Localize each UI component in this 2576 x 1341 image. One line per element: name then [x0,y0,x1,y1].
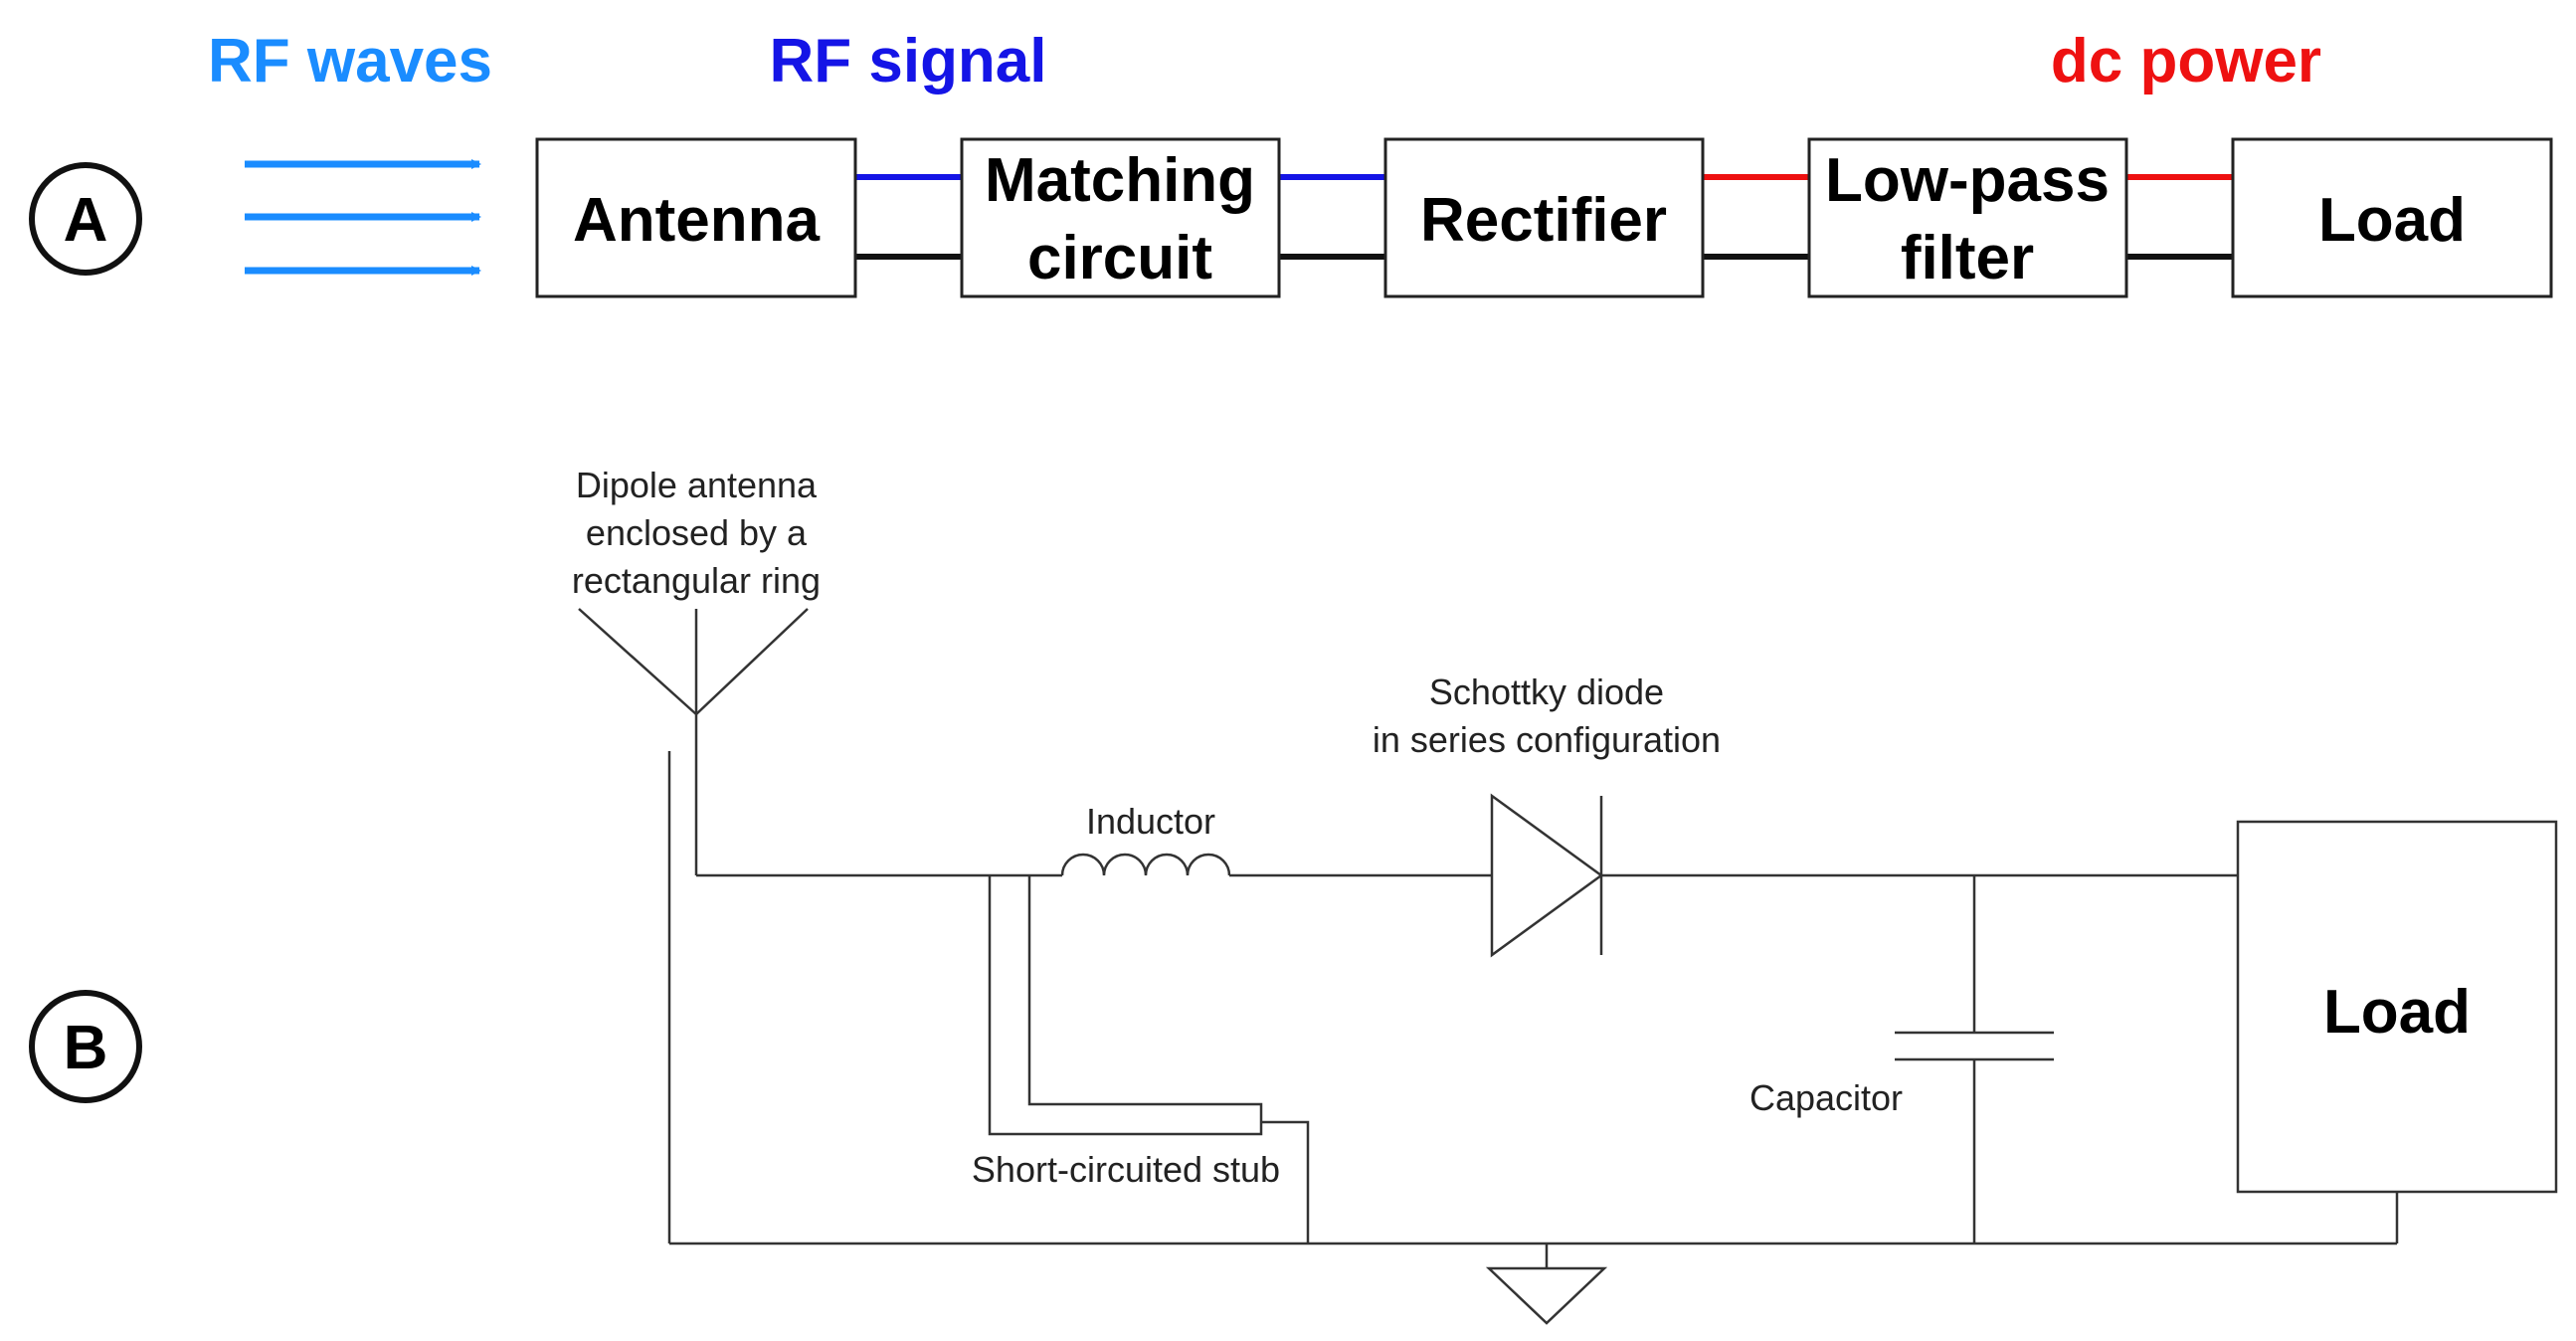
ground-icon [1485,1244,1608,1325]
panel-label-b-text: B [64,1014,108,1082]
panel-label-a-circle [29,162,142,276]
panel-label-b-circle [29,990,142,1103]
diode-caption-line2: in series configuration [1373,719,1721,760]
block-rectifier-label: Rectifier [1420,186,1667,255]
schottky-diode-symbol [1490,793,2238,958]
short-circuited-stub [988,875,1310,1244]
inductor-symbol [1060,853,1492,877]
load-box: Load [2236,820,2558,1244]
block-matching-label-line1: Matching [985,146,1255,215]
header-rf-signal: RF signal [769,27,1046,96]
block-lowpass-label-line2: filter [1901,224,2034,292]
block-rectifier: Rectifier [1383,137,1705,298]
block-antenna: Antenna [535,137,857,298]
inductor-label: Inductor [1086,801,1215,842]
antenna-caption-line3: rectangular ring [572,560,821,601]
panel-label-a: A [29,162,142,276]
capacitor-label: Capacitor [1749,1077,1903,1118]
stub-label: Short-circuited stub [972,1149,1280,1190]
block-connections [855,174,2233,260]
capacitor-symbol [1895,875,2054,1244]
block-lowpass-label-line1: Low-pass [1825,146,2110,215]
block-matching-label-line2: circuit [1027,224,1212,292]
antenna-caption-line1: Dipole antenna [576,465,818,505]
block-matching-circuit: Matching circuit [960,137,1281,298]
block-antenna-label: Antenna [573,186,821,255]
block-load: Load [2231,137,2553,298]
header-rf-waves: RF waves [208,27,492,96]
rf-wave-arrows [245,159,481,276]
antenna-caption-line2: enclosed by a [586,512,808,553]
load-box-label: Load [2323,978,2471,1047]
diode-caption-line1: Schottky diode [1429,671,1664,712]
panel-label-a-text: A [64,186,108,255]
panel-a: RF waves RF signal dc power A [29,27,2553,298]
antenna-symbol [578,608,809,875]
block-load-label: Load [2318,186,2466,255]
panel-b: B Dipole antenna enclosed by a rectangul… [29,465,2558,1325]
header-dc-power: dc power [2051,27,2321,96]
block-low-pass-filter: Low-pass filter [1807,137,2128,298]
panel-label-b: B [29,990,142,1103]
